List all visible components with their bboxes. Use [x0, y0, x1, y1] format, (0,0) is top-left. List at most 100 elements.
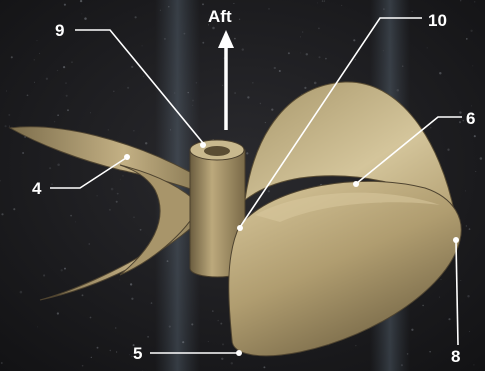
speckle [318, 56, 320, 58]
speckle [263, 366, 265, 368]
speckle [460, 280, 461, 281]
speckle [116, 201, 118, 203]
speckle [13, 208, 15, 210]
speckle [8, 114, 10, 116]
speckle [268, 8, 269, 9]
speckle [57, 114, 59, 116]
speckle [397, 89, 400, 92]
speckle [300, 52, 301, 53]
speckle [439, 72, 441, 74]
speckle [116, 351, 117, 352]
speckle [411, 329, 413, 331]
speckle [167, 260, 169, 262]
speckle [459, 111, 461, 113]
speckle [1, 362, 3, 364]
speckle [355, 59, 356, 60]
speckle [422, 305, 423, 306]
speckle [466, 38, 468, 40]
speckle [196, 82, 198, 84]
speckle [252, 82, 253, 83]
speckle [467, 295, 469, 297]
speckle [34, 82, 35, 83]
speckle [57, 70, 58, 71]
speckle [133, 130, 134, 131]
speckle [39, 53, 40, 54]
speckle [306, 53, 308, 55]
speckle [91, 357, 92, 358]
speckle [208, 341, 209, 342]
speckle [459, 121, 461, 123]
speckle [64, 268, 66, 270]
speckle [465, 190, 466, 191]
speckle [463, 120, 465, 122]
speckle [231, 362, 233, 364]
speckle [268, 190, 270, 192]
speckle [353, 39, 355, 41]
speckle [90, 317, 92, 319]
speckle [97, 347, 99, 349]
speckle [120, 179, 121, 180]
speckle [57, 164, 60, 167]
callout-6-label: 6 [466, 109, 475, 128]
speckle [260, 103, 261, 104]
speckle [140, 229, 142, 231]
speckle [412, 11, 413, 12]
speckle [188, 92, 189, 93]
speckle [239, 19, 240, 20]
speckle [6, 90, 7, 91]
speckle [182, 341, 184, 343]
callout-8-label: 8 [451, 347, 460, 366]
speckle [71, 61, 72, 62]
speckle [247, 96, 249, 98]
speckle [317, 2, 318, 3]
speckle [135, 16, 137, 18]
speckle [82, 365, 84, 367]
speckle [314, 82, 317, 85]
speckle [110, 350, 111, 351]
speckle [34, 59, 35, 60]
speckle [129, 354, 130, 355]
speckle [234, 38, 236, 40]
speckle [64, 4, 66, 6]
speckle [113, 91, 114, 92]
speckle [11, 56, 13, 58]
speckle [212, 27, 215, 30]
speckle [212, 310, 214, 312]
speckle [82, 294, 84, 296]
speckle [472, 65, 473, 66]
speckle [471, 105, 472, 106]
speckle [447, 149, 449, 151]
speckle [1, 213, 3, 215]
speckle [49, 167, 51, 169]
speckle [470, 30, 472, 32]
speckle [117, 193, 119, 195]
speckle [168, 6, 169, 7]
speckle [383, 50, 384, 51]
speckle [402, 65, 403, 66]
speckle [96, 195, 97, 196]
speckle [80, 0, 82, 2]
speckle [108, 129, 109, 130]
speckle [460, 0, 461, 1]
speckle [127, 87, 129, 89]
speckle [131, 298, 133, 300]
speckle [84, 17, 87, 20]
speckle [20, 291, 23, 294]
speckle [61, 269, 63, 271]
speckle [27, 94, 29, 96]
speckle [36, 40, 37, 41]
speckle [43, 274, 45, 276]
speckle [246, 152, 248, 154]
callout-9-label: 9 [55, 21, 64, 40]
speckle [9, 126, 10, 127]
speckle [65, 82, 67, 84]
speckle [318, 28, 320, 30]
speckle [143, 76, 144, 77]
speckle [304, 87, 306, 89]
speckle [322, 0, 324, 2]
speckle [222, 85, 223, 86]
speckle [407, 353, 409, 355]
speckle [119, 279, 120, 280]
speckle [184, 33, 186, 35]
speckle [355, 345, 356, 346]
